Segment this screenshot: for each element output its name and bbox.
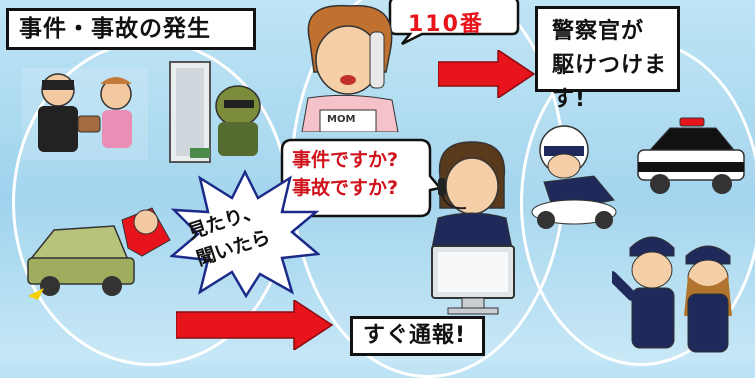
operator-text: 事件ですか? 事故ですか? xyxy=(292,146,432,202)
mom-on-phone-icon xyxy=(301,4,399,132)
call-110-bubble xyxy=(388,0,520,46)
arrow-to-officer xyxy=(438,50,536,98)
incident-label: 事件・事故の発生 xyxy=(6,8,256,50)
operator-line1: 事件ですか? xyxy=(292,149,399,171)
officer-arrives-line1: 警察官が xyxy=(552,19,645,44)
police-patrol-car-icon xyxy=(637,117,745,194)
witness-burst xyxy=(170,169,320,298)
operator-bubble xyxy=(280,138,441,218)
call-110-text: 110番 xyxy=(408,12,484,37)
police-motorcycle-officer-icon xyxy=(531,125,617,229)
police-officers-pointing-icon xyxy=(612,236,732,353)
police-operator-headset-icon xyxy=(431,141,513,248)
operator-line2: 事故ですか? xyxy=(292,177,399,199)
car-accident-icon xyxy=(27,207,171,300)
officer-arrives-label: 警察官が 駆けつけます! xyxy=(535,6,680,112)
computer-monitor-icon xyxy=(431,245,515,315)
officer-arrives-line2: 駆けつけます! xyxy=(552,53,668,112)
thief-at-window-icon xyxy=(169,61,261,163)
report-now-label: すぐ通報! xyxy=(350,316,485,356)
apron-text: MOM xyxy=(327,114,356,125)
arrow-to-report xyxy=(176,300,334,350)
burglar-stealing-bag-icon xyxy=(22,68,148,160)
